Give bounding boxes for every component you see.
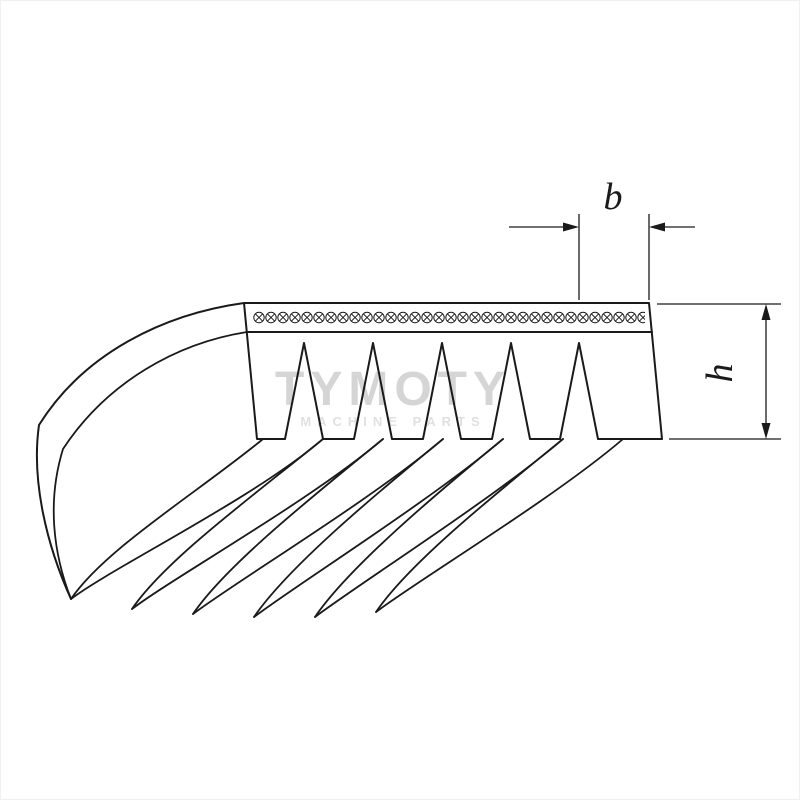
crosshatch-band xyxy=(253,307,645,328)
rib-2-right xyxy=(131,438,384,610)
belt-back-curve xyxy=(35,302,245,600)
belt-face xyxy=(243,302,663,440)
dim-h-label: h xyxy=(699,364,741,383)
rib-2-left xyxy=(131,438,324,610)
dimension-h: h xyxy=(657,303,781,440)
rib-1-left xyxy=(70,438,264,600)
rib-3-left xyxy=(192,438,384,615)
belt-face-outline xyxy=(243,302,663,440)
rib-4-left xyxy=(253,438,444,618)
dim-b-label: b xyxy=(604,176,623,218)
dimension-b: b xyxy=(509,176,695,300)
rib-5-right xyxy=(314,438,564,618)
rib-fan xyxy=(35,302,624,618)
rib-6-left xyxy=(375,438,564,613)
dim-h-arrow-bottom xyxy=(761,423,771,439)
dim-h-arrow-top xyxy=(761,304,771,320)
dim-b-arrow-right xyxy=(649,222,665,232)
watermark-subtitle: MACHINE PARTS xyxy=(300,414,485,429)
rib-6-right xyxy=(375,438,624,613)
belt-inner-curve xyxy=(52,331,248,600)
dim-b-arrow-left xyxy=(563,222,579,232)
rib-5-left xyxy=(314,438,504,618)
rib-4-right xyxy=(253,438,504,618)
